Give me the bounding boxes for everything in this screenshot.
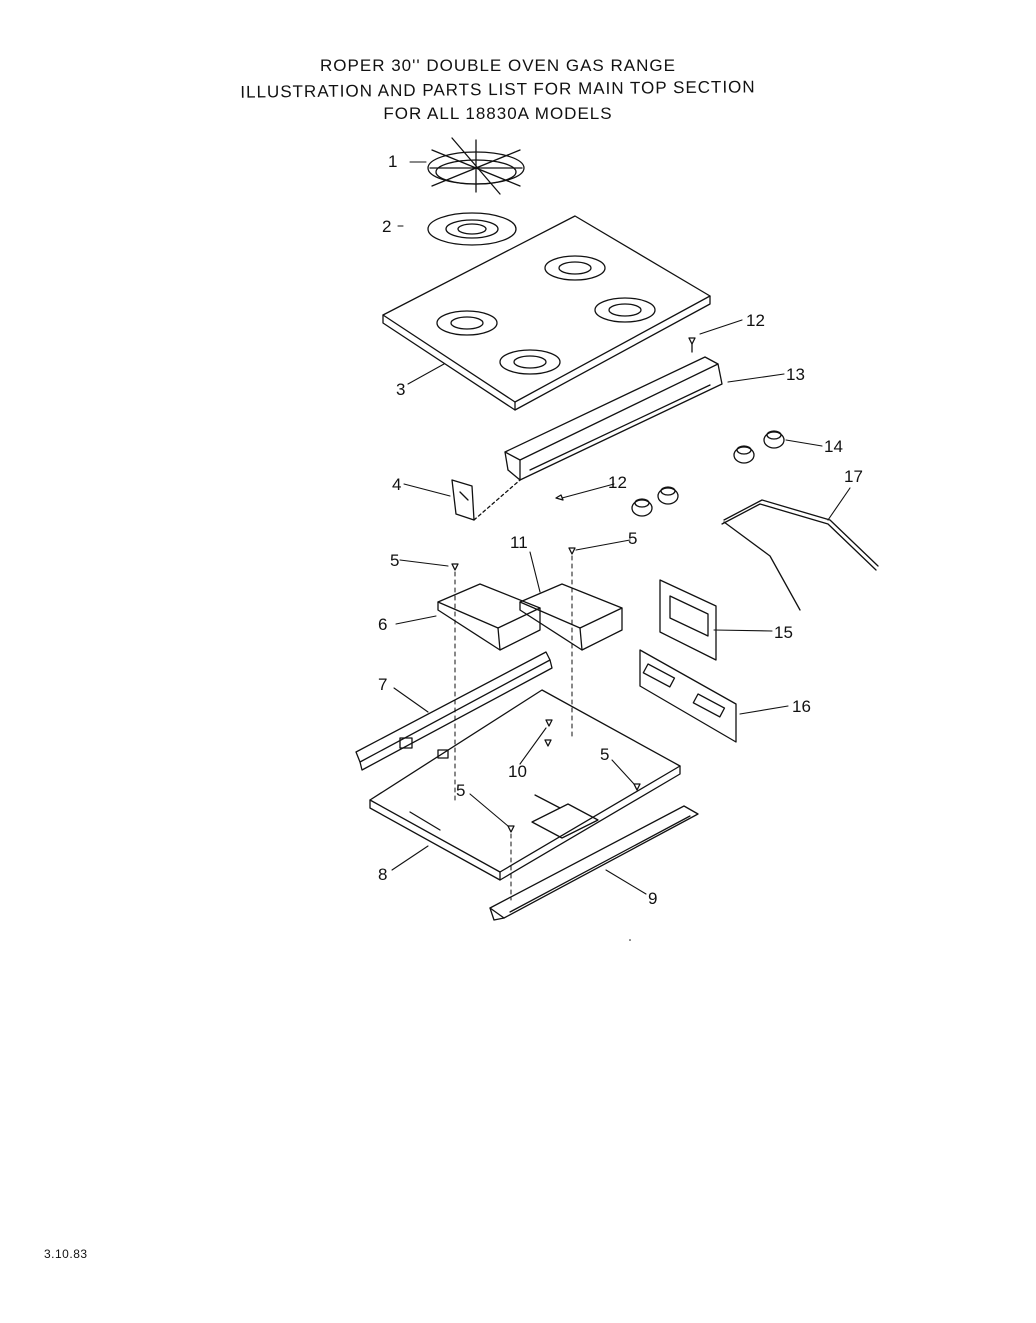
callout-16: 16 (792, 697, 811, 716)
callout-17: 17 (844, 467, 863, 486)
callout-4: 4 (392, 475, 401, 494)
part-2-burner-bowl (427, 212, 517, 246)
part-3-main-top (382, 215, 711, 411)
title-line-1: ROPER 30'' DOUBLE OVEN GAS RANGE (320, 56, 676, 75)
part-15-panel (659, 579, 717, 661)
callout-11: 11 (510, 533, 528, 552)
part-11-shield-right (519, 583, 623, 651)
part-6-shield-left (437, 583, 541, 651)
part-9-front-rail (489, 805, 699, 921)
callout-1: 1 (388, 152, 397, 171)
title-line-3: FOR ALL 18830A MODELS (383, 104, 613, 123)
part-4-bracket (451, 479, 521, 521)
part-14-knobs (631, 430, 785, 517)
part-16-back-panel (639, 649, 737, 743)
callout-15: 15 (774, 623, 793, 642)
callout-6: 6 (378, 615, 387, 634)
leader-lines (391, 161, 851, 895)
callout-12-a: 12 (746, 311, 765, 330)
callout-5-c: 5 (600, 745, 609, 764)
alignment-lines (454, 555, 573, 901)
callout-8: 8 (378, 865, 387, 884)
callout-3: 3 (396, 380, 405, 399)
part-13-manifold-rail (504, 356, 723, 481)
callout-12-b: 12 (608, 473, 627, 492)
part-17-wire-rod (721, 499, 879, 611)
callout-13: 13 (786, 365, 805, 384)
part-1-burner-grate (427, 137, 525, 195)
part-12-screw-upper (688, 337, 696, 353)
part-8-bottom-tray (369, 689, 681, 881)
callout-7: 7 (378, 675, 387, 694)
callout-numbers: 1 2 3 4 5 5 5 5 6 7 8 9 10 11 12 12 13 1… (378, 152, 863, 908)
callout-10: 10 (508, 762, 527, 781)
part-7-side-rail (355, 651, 553, 771)
part-5-screws (451, 547, 641, 833)
part-10-screw (545, 719, 553, 727)
stray-dot (629, 939, 631, 941)
callout-14: 14 (824, 437, 843, 456)
callout-5-b: 5 (628, 529, 637, 548)
callout-5-d: 5 (456, 781, 465, 800)
callout-2: 2 (382, 217, 391, 236)
callout-5-a: 5 (390, 551, 399, 570)
date-stamp: 3.10.83 (44, 1247, 88, 1261)
callout-9: 9 (648, 889, 657, 908)
